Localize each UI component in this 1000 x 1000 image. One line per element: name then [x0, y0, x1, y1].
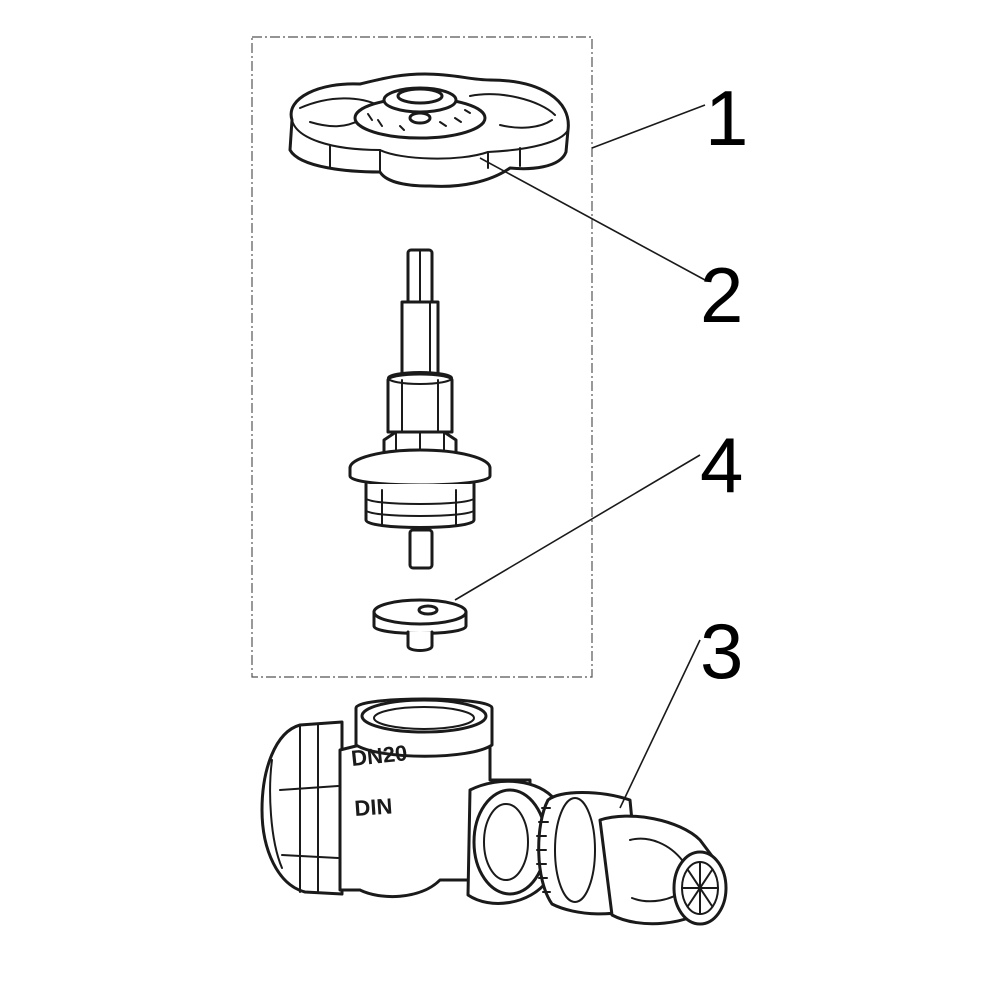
callout-4: 4 [700, 421, 743, 509]
handwheel [288, 72, 570, 188]
standard-marking: DIN [354, 793, 394, 821]
valve-body: DN20 DIN [260, 697, 728, 926]
leader-line-4 [454, 454, 701, 601]
callout-1: 1 [705, 74, 748, 162]
size-marking: DN20 [350, 740, 409, 771]
leader-line-1 [591, 104, 706, 149]
headpart-spindle [348, 248, 492, 570]
callout-2: 2 [700, 251, 743, 339]
leader-line-2 [479, 157, 706, 281]
callout-3: 3 [700, 607, 743, 695]
valve-washer [372, 598, 468, 652]
leader-line-3 [619, 639, 701, 809]
kit-boundary-box [251, 36, 593, 678]
